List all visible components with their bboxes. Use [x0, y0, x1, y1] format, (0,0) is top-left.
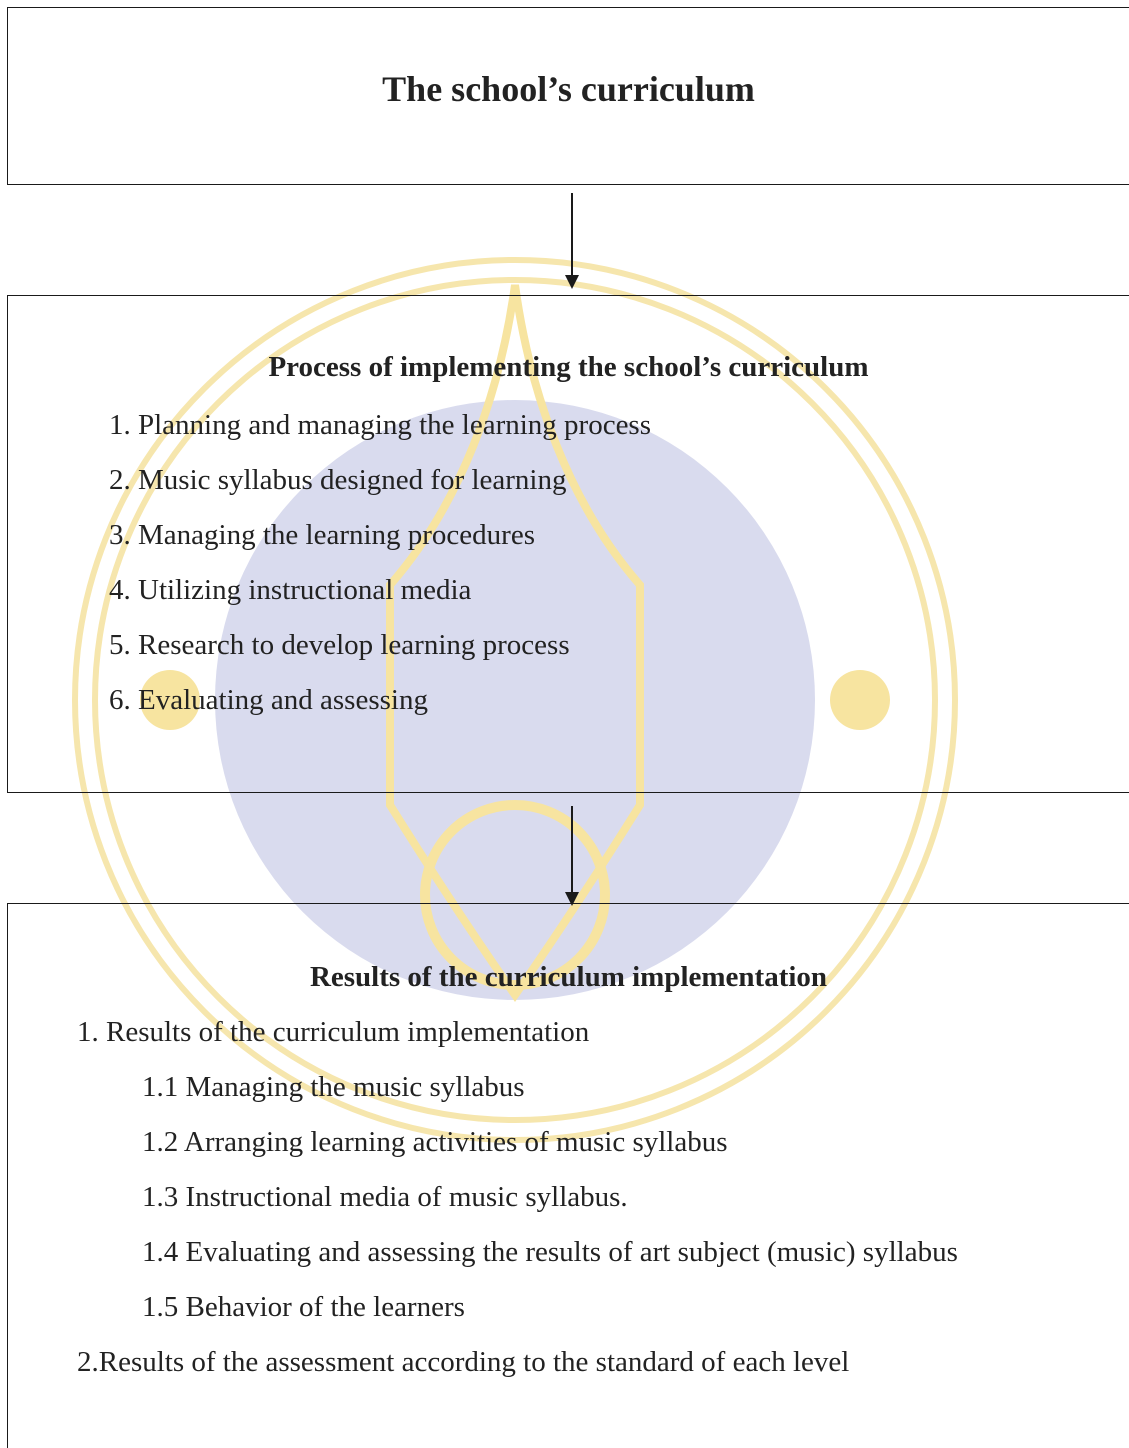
results-item-1-4: 1.4 Evaluating and assessing the results… [142, 1236, 958, 1268]
school-curriculum-box: The school’s curriculum [7, 7, 1129, 185]
arrow-1-head [565, 275, 579, 289]
process-item-1: 1. Planning and managing the learning pr… [109, 409, 652, 441]
results-item-2: 2.Results of the assessment according to… [77, 1346, 850, 1378]
process-item-3: 3. Managing the learning procedures [109, 519, 535, 551]
results-box: Results of the curriculum implementation… [7, 903, 1129, 1448]
results-title: Results of the curriculum implementation [309, 961, 828, 993]
arrow-1-shaft [571, 193, 573, 275]
arrow-down-1 [562, 193, 582, 289]
arrow-down-2 [562, 806, 582, 906]
process-item-2: 2. Music syllabus designed for learning [109, 464, 567, 496]
results-item-1: 1. Results of the curriculum implementat… [77, 1016, 590, 1048]
process-item-5: 5. Research to develop learning process [109, 629, 570, 661]
results-item-1-3: 1.3 Instructional media of music syllabu… [142, 1181, 628, 1213]
results-item-1-2: 1.2 Arranging learning activities of mus… [142, 1126, 728, 1158]
arrow-2-head [565, 892, 579, 906]
process-title: Process of implementing the school’s cur… [268, 351, 869, 383]
results-item-1-5: 1.5 Behavior of the learners [142, 1291, 465, 1323]
process-box: Process of implementing the school’s cur… [7, 295, 1129, 793]
results-item-1-1: 1.1 Managing the music syllabus [142, 1071, 525, 1103]
process-item-6: 6. Evaluating and assessing [109, 684, 428, 716]
school-curriculum-title: The school’s curriculum [382, 69, 755, 109]
arrow-2-shaft [571, 806, 573, 892]
process-item-4: 4. Utilizing instructional media [109, 574, 472, 606]
